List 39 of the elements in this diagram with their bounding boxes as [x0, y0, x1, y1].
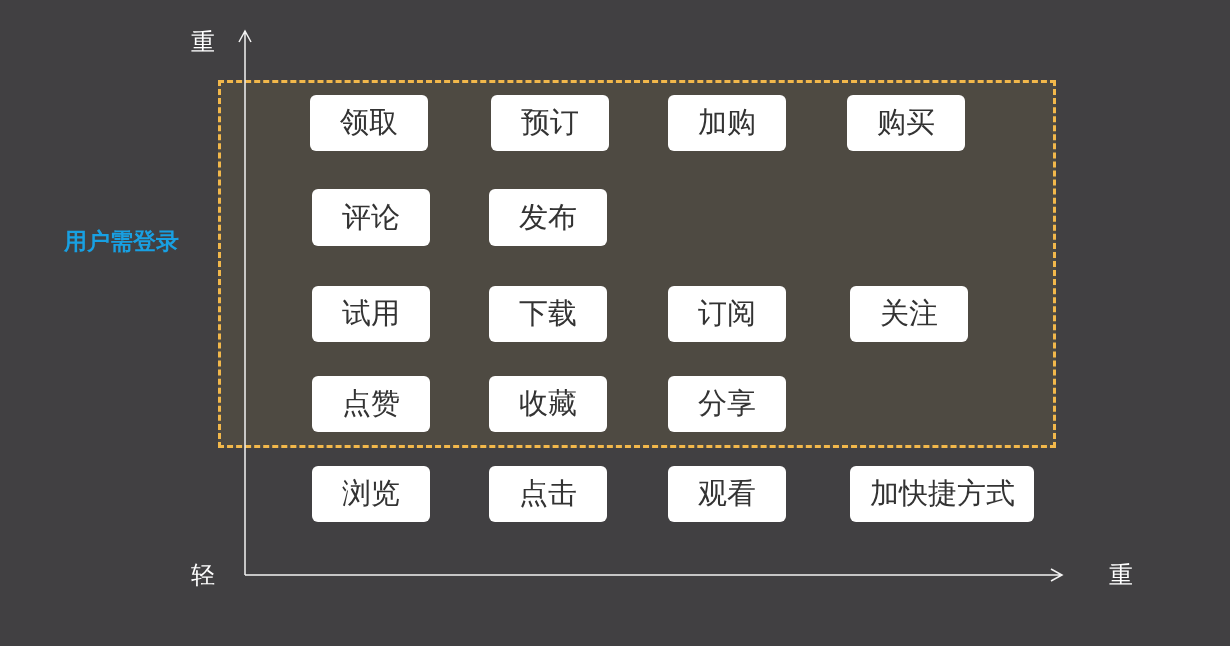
action-label: 点赞 [342, 388, 400, 420]
action-card [668, 95, 786, 151]
action-card [668, 466, 786, 522]
action-label: 下载 [519, 298, 577, 330]
action-label: 预订 [521, 107, 579, 139]
action-label: 点击 [519, 478, 577, 510]
action-card [850, 466, 1034, 522]
action-card [850, 286, 968, 342]
action-label: 评论 [342, 201, 400, 234]
action-card [491, 95, 609, 151]
axis-label: 重 [1109, 562, 1133, 589]
action-label: 购买 [877, 107, 935, 139]
action-label: 加快捷方式 [869, 478, 1015, 510]
action-card [310, 95, 428, 151]
action-label: 发布 [519, 201, 577, 234]
region-label: 用户需登录 [64, 228, 179, 256]
axis-label: 轻 [191, 562, 215, 589]
action-label: 试用 [342, 298, 400, 330]
action-card [489, 189, 607, 246]
action-label: 收藏 [519, 388, 577, 420]
action-label: 浏览 [342, 478, 400, 510]
action-label: 领取 [340, 107, 398, 139]
action-card [668, 376, 786, 432]
axis-label: 重 [191, 29, 215, 56]
action-card [312, 286, 430, 342]
action-card [312, 189, 430, 246]
action-card [312, 376, 430, 432]
action-card [312, 466, 430, 522]
action-card [489, 286, 607, 342]
action-card [668, 286, 786, 342]
action-label: 加购 [698, 107, 756, 139]
login-required-region [218, 80, 1056, 448]
action-card [847, 95, 965, 151]
action-label: 关注 [880, 298, 938, 330]
action-label: 观看 [698, 478, 756, 510]
action-label: 订阅 [698, 298, 756, 330]
action-card [489, 376, 607, 432]
action-label: 分享 [698, 388, 756, 420]
action-card [489, 466, 607, 522]
